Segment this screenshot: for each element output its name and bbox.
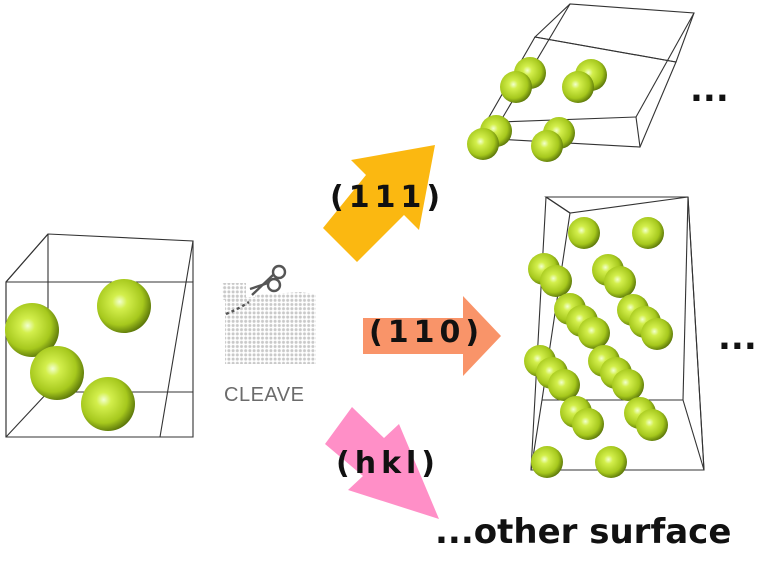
- atom: [632, 217, 664, 249]
- arrow-111: [323, 145, 435, 262]
- atom: [641, 318, 673, 350]
- atom: [467, 128, 499, 160]
- atom: [568, 217, 600, 249]
- atom: [500, 71, 532, 103]
- slab-110-atoms: [524, 217, 673, 478]
- atom: [81, 377, 135, 431]
- arrow-hkl: [325, 407, 439, 519]
- atom: [97, 279, 151, 333]
- atom: [531, 130, 563, 162]
- atom: [572, 408, 604, 440]
- scissors-icon: [249, 264, 287, 296]
- atom: [5, 303, 59, 357]
- atom: [30, 346, 84, 400]
- ellipsis-middle: ...: [718, 318, 757, 358]
- cleave-icon: [222, 264, 316, 364]
- atom: [604, 266, 636, 298]
- other-surface-label: ...other surface: [435, 512, 732, 552]
- atom: [540, 265, 572, 297]
- atom: [595, 446, 627, 478]
- ellipsis-top: ...: [690, 70, 729, 110]
- miller-index-110-label: (110): [369, 315, 485, 350]
- slab-110-cell: [530, 196, 705, 471]
- atom: [562, 71, 594, 103]
- slab-111-atoms: [467, 57, 607, 162]
- miller-index-hkl-label: (hkl): [336, 446, 441, 481]
- arrow-110: [363, 296, 501, 376]
- atom: [636, 409, 668, 441]
- atom: [612, 369, 644, 401]
- miller-index-111-label: (111): [330, 180, 446, 215]
- atom: [548, 369, 580, 401]
- bulk-atoms: [5, 279, 151, 431]
- atom: [531, 446, 563, 478]
- atom: [578, 317, 610, 349]
- cleave-label: CLEAVE: [224, 384, 305, 406]
